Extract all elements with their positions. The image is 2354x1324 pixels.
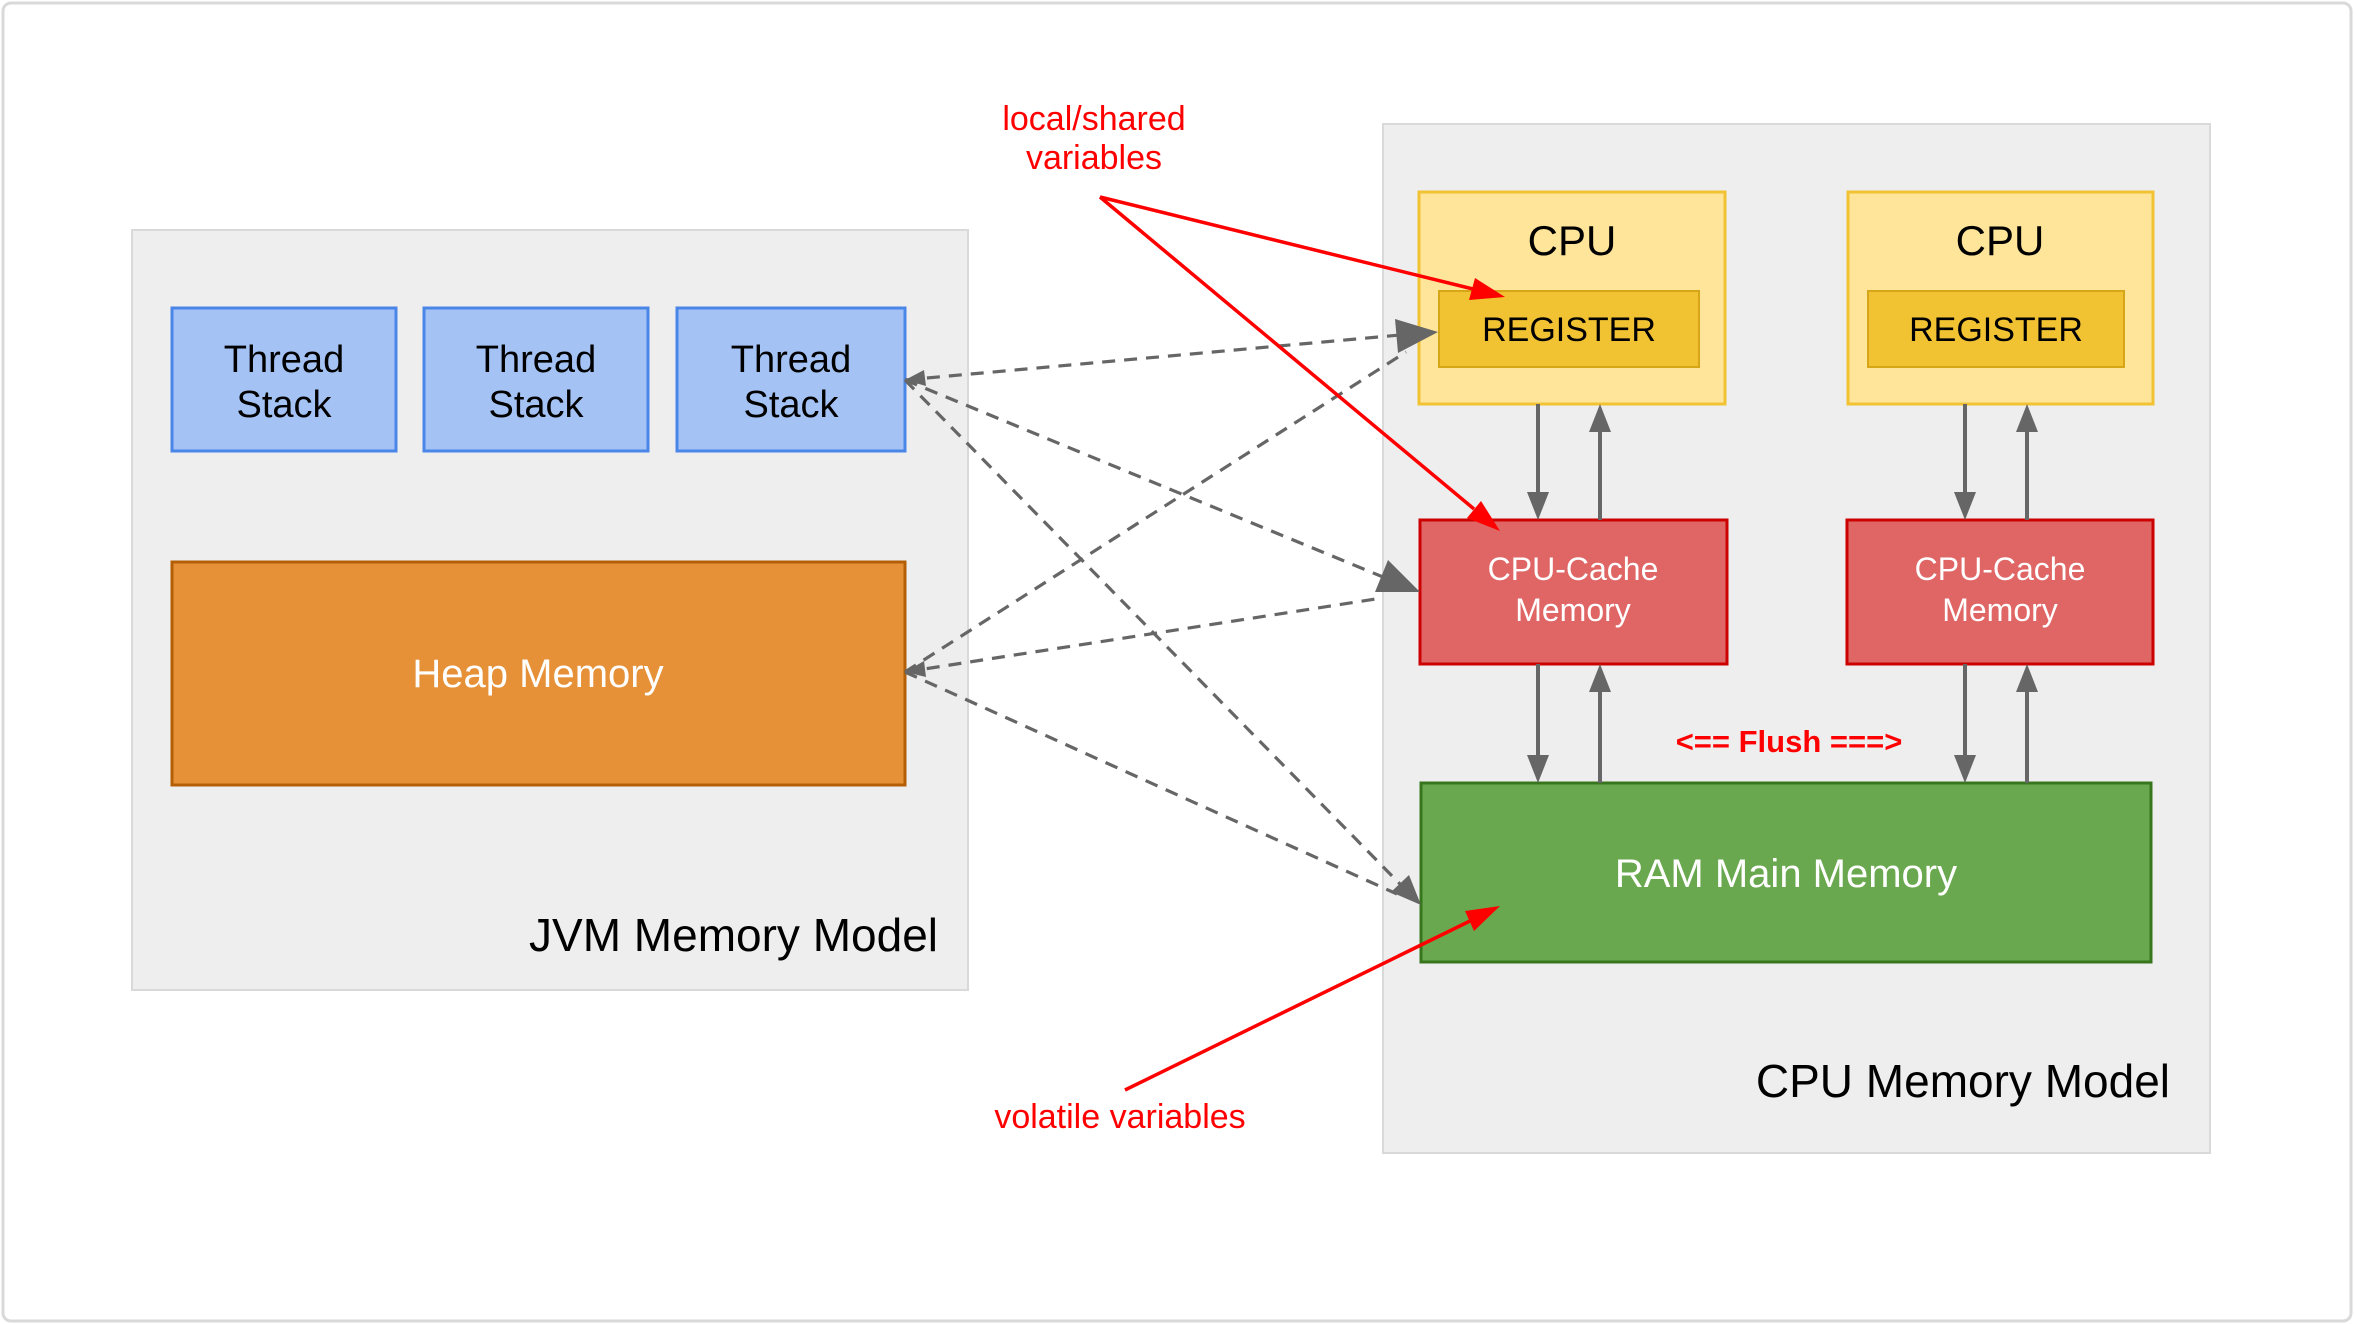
arrowhead-up-icon (2016, 404, 2038, 432)
arrowhead-into-cache-icon (1375, 560, 1420, 592)
thread-stack-label-line2: Stack (488, 384, 584, 426)
thread-stack-label-line1: Thread (731, 339, 851, 381)
red-arrowhead-cache-icon (1467, 501, 1500, 531)
cpu-cache-label-line2: Memory (1515, 592, 1631, 628)
dashed-arrow-threadstack-cache (904, 378, 1384, 579)
red-arrowhead-register-icon (1469, 278, 1505, 300)
arrowhead-up-icon (1589, 404, 1611, 432)
thread-stack-3: Thread Stack (675, 306, 907, 453)
arrowhead-up-icon (2016, 664, 2038, 692)
dashed-arrow-heap-register (904, 350, 1407, 674)
dashed-connectors (903, 319, 1438, 905)
thread-stack-2: Thread Stack (422, 306, 650, 453)
register-label: REGISTER (1482, 311, 1656, 349)
cpu-2: CPU REGISTER (1846, 190, 2155, 406)
dashed-arrow-heap-ram (904, 670, 1398, 896)
heap-memory: Heap Memory (170, 560, 907, 787)
thread-stack-label-line2: Stack (236, 384, 332, 426)
register-box (1867, 290, 2125, 368)
cpu-cache-1: CPU-Cache Memory (1418, 518, 1729, 666)
heap-memory-label: Heap Memory (412, 652, 663, 696)
thread-stack-box (422, 306, 650, 453)
register-label: REGISTER (1909, 311, 2083, 349)
local-shared-label-line2: variables (1026, 139, 1162, 177)
dashed-arrow-heap-cache (904, 596, 1383, 674)
red-arrow-localshared-to-register (1099, 195, 1474, 291)
cpu-label: CPU (1528, 217, 1617, 264)
thread-stack-box (675, 306, 907, 453)
volatile-variables-label: volatile variables (994, 1098, 1245, 1136)
cpu-cache-box (1418, 518, 1729, 666)
cpu-1: CPU REGISTER (1417, 190, 1727, 406)
local-shared-annotation: local/shared variables (1002, 100, 1505, 531)
arrowhead-down-icon (1954, 492, 1976, 520)
arrowhead-down-icon (1954, 755, 1976, 783)
cpu-cache-label-line2: Memory (1942, 592, 2058, 628)
arrowhead-into-heap-icon (905, 661, 926, 677)
jvm-memory-model-panel: Thread Stack Thread Stack Thread Stack H… (131, 229, 969, 991)
cpu1-cache1-arrows (1527, 404, 1611, 520)
local-shared-label-line1: local/shared (1002, 100, 1185, 138)
cache2-ram-arrows (1954, 664, 2038, 783)
arrowhead-into-threadstack-icon (905, 370, 926, 386)
thread-stack-box (170, 306, 398, 453)
cpu-cache-2: CPU-Cache Memory (1845, 518, 2155, 666)
red-arrow-volatile-to-ram (1124, 919, 1471, 1092)
arrowhead-down-icon (1527, 755, 1549, 783)
arrowhead-up-icon (1589, 664, 1611, 692)
volatile-annotation: volatile variables (994, 906, 1500, 1136)
thread-stack-1: Thread Stack (170, 306, 398, 453)
thread-stack-label-line1: Thread (476, 339, 596, 381)
ram-label: RAM Main Memory (1615, 852, 1957, 896)
cpu-cache-label-line1: CPU-Cache (1488, 551, 1659, 587)
cpu-memory-model-panel: CPU REGISTER CPU REGISTER CPU-Cache Memo… (1382, 123, 2211, 1154)
flush-label: <== Flush ===> (1676, 724, 1903, 759)
arrowhead-into-register-icon (1395, 319, 1438, 353)
heap-memory-box (170, 560, 907, 787)
red-arrowhead-ram-icon (1465, 906, 1500, 931)
arrowhead-into-ram-icon (1391, 875, 1421, 905)
ram-box (1419, 781, 2153, 964)
cpu2-cache2-arrows (1954, 404, 2038, 520)
ram-main-memory: RAM Main Memory (1419, 781, 2153, 964)
thread-stack-label-line2: Stack (743, 384, 839, 426)
cpu-cache-label-line1: CPU-Cache (1915, 551, 2086, 587)
cache1-ram-arrows (1527, 664, 1611, 783)
red-arrow-localshared-to-cache (1098, 195, 1476, 511)
arrowhead-down-icon (1527, 492, 1549, 520)
cpu-label: CPU (1956, 217, 2045, 264)
dashed-arrow-threadstack-register (904, 333, 1401, 382)
thread-stack-label-line1: Thread (224, 339, 344, 381)
register-box (1438, 290, 1700, 368)
jvm-panel-label: JVM Memory Model (529, 909, 938, 961)
cpu-panel-label: CPU Memory Model (1756, 1055, 2170, 1107)
cpu-cache-box (1845, 518, 2155, 666)
